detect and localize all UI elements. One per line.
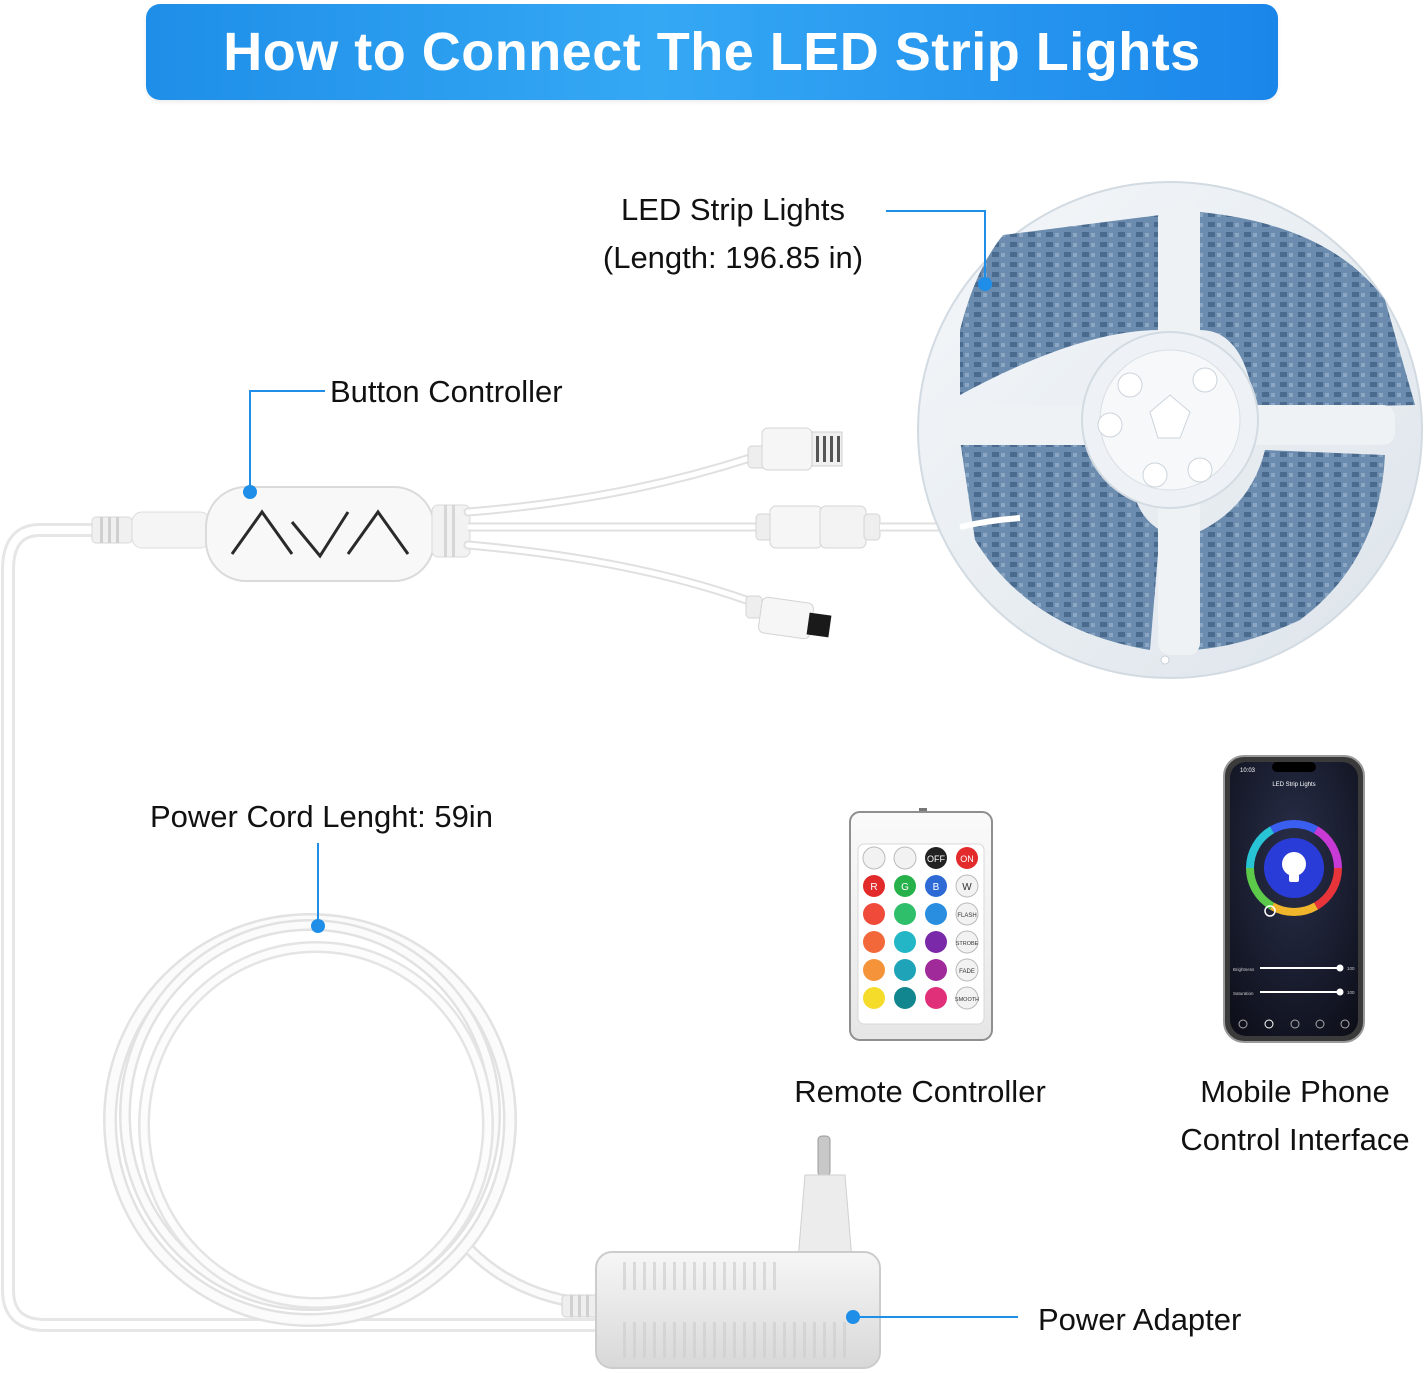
strip-connector — [755, 505, 960, 549]
color-wheel[interactable] — [1246, 820, 1342, 917]
brightness-slider[interactable]: Brightness 100 — [1233, 964, 1355, 973]
power-cord — [0, 523, 607, 1332]
page-title: How to Connect The LED Strip Lights — [223, 22, 1201, 82]
power-adapter — [561, 1135, 881, 1369]
callouts — [249, 210, 1018, 1318]
phone-tab-bar[interactable] — [1238, 1019, 1350, 1029]
cord-coil — [103, 913, 601, 1327]
brightness-label: Brightness — [1233, 967, 1255, 972]
remote-w-label: W — [962, 882, 972, 893]
remote-g-label: G — [901, 882, 909, 893]
callout-dots — [243, 277, 992, 1324]
saturation-slider[interactable]: Saturation 100 — [1233, 988, 1355, 997]
button-controller-assembly — [91, 427, 960, 640]
remote-b-label: B — [933, 882, 940, 893]
power-cord-label: Power Cord Lenght: 59in — [150, 799, 493, 834]
title-banner: How to Connect The LED Strip Lights — [146, 4, 1278, 100]
remote-buttons[interactable]: OFF ON R G B W FLASH STROBE FADE — [862, 846, 979, 1010]
rgb-connector-top — [747, 427, 843, 471]
phone-app-title: LED Strip Lights — [1272, 782, 1315, 788]
led-windings — [960, 212, 1415, 650]
remote-on-label: ON — [960, 854, 974, 864]
remote-controller: OFF ON R G B W FLASH STROBE FADE — [849, 808, 993, 1041]
remote-off-label: OFF — [927, 854, 945, 864]
saturation-value: 100 — [1347, 990, 1355, 995]
mobile-phone-label: Mobile Phone Control Interface — [1166, 1068, 1424, 1164]
rgb-connector-bottom — [745, 595, 832, 640]
controller-buttons[interactable] — [230, 509, 410, 559]
remote-controller-label: Remote Controller — [794, 1074, 1046, 1109]
phone-time: 10:03 — [1240, 768, 1256, 774]
button-controller-label: Button Controller — [330, 374, 563, 409]
led-strip-length: (Length: 196.85 in) — [602, 240, 864, 276]
brightness-value: 100 — [1347, 966, 1355, 971]
mobile-label-line1: Mobile Phone — [1200, 1074, 1390, 1109]
remote-flash-label: FLASH — [957, 913, 976, 919]
remote-strobe-label: STROBE — [956, 941, 979, 947]
controller-body — [205, 486, 435, 582]
saturation-label: Saturation — [1233, 991, 1254, 996]
mobile-phone: 10:03 LED Strip Lights Brightness 100 Sa… — [1223, 755, 1365, 1043]
led-strip-title: LED Strip Lights — [621, 192, 845, 227]
remote-r-label: R — [870, 882, 877, 893]
remote-smooth-label: SMOOTH — [955, 997, 979, 1003]
led-strip-label: LED Strip Lights (Length: 196.85 in) — [588, 186, 878, 282]
power-adapter-label: Power Adapter — [1038, 1302, 1242, 1337]
mobile-label-line2: Control Interface — [1180, 1122, 1410, 1158]
led-strip-reel — [917, 181, 1423, 679]
remote-fade-label: FADE — [959, 969, 975, 975]
